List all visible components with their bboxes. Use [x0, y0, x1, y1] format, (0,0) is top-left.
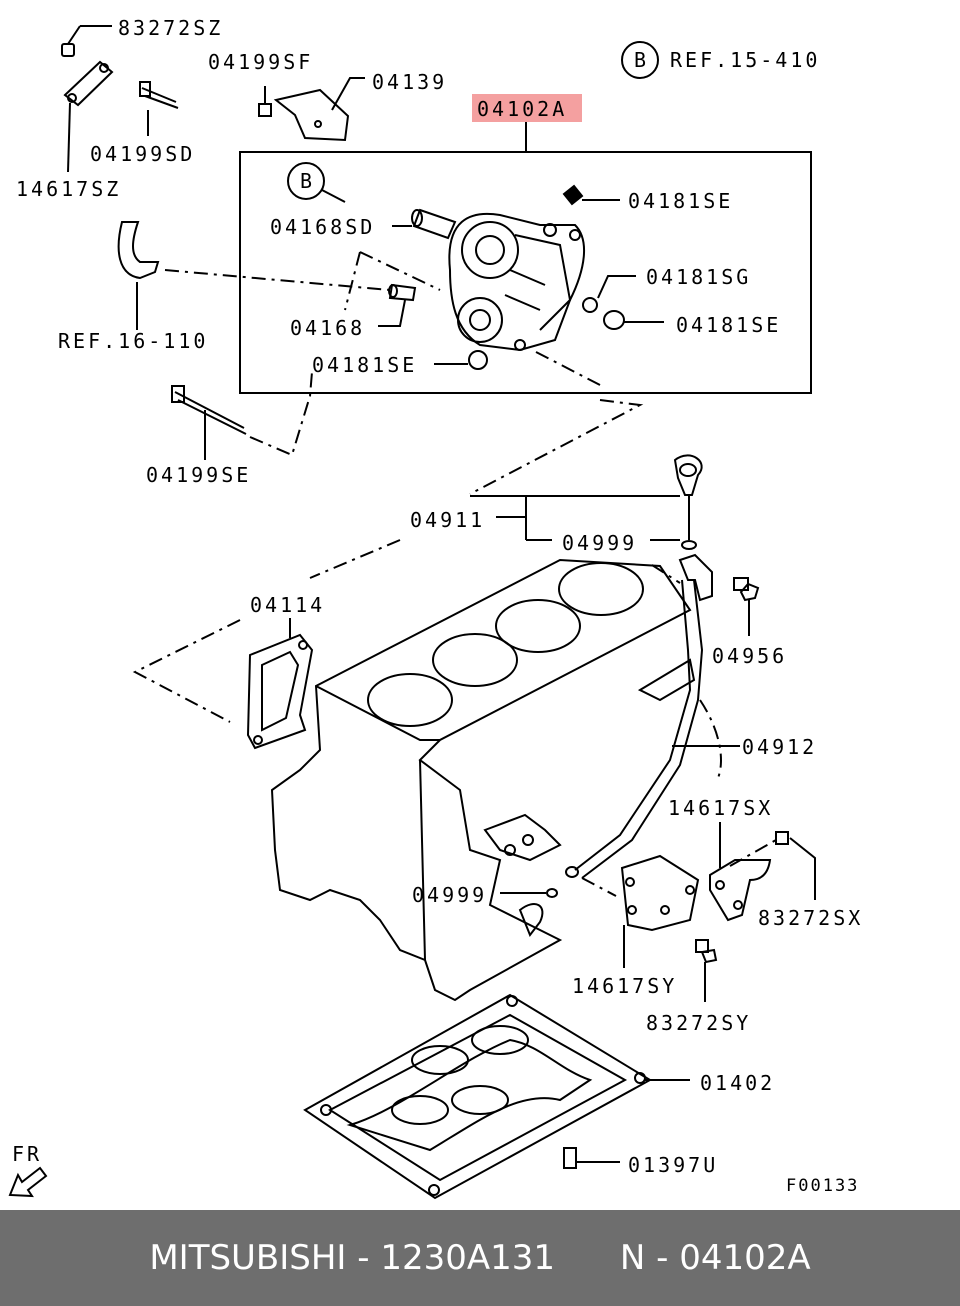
label-04168: 04168 — [290, 316, 365, 340]
label-04956: 04956 — [712, 644, 787, 668]
drain-plug-01397U — [563, 1147, 620, 1169]
label-04911: 04911 — [410, 508, 485, 532]
bolt-83272SZ — [61, 25, 112, 57]
label-04999-lower: 04999 — [412, 883, 487, 907]
label-ref-16-110: REF.16-110 — [58, 329, 208, 353]
label-04181SE-bottom: 04181SE — [312, 353, 417, 377]
oil-pan-01402 — [303, 993, 690, 1200]
footer-ref: N - 04102A — [619, 1238, 811, 1278]
ref-circle-b-frame — [287, 162, 325, 200]
label-04168SD: 04168SD — [270, 215, 375, 239]
bolt-83272SX — [775, 831, 816, 900]
front-arrow — [8, 1166, 48, 1198]
dowel-04168 — [378, 283, 417, 327]
label-04199SF: 04199SF — [208, 50, 313, 74]
footer-sep-1: - — [346, 1238, 381, 1278]
cylinder-block — [270, 558, 692, 1002]
plug-04181SE-top — [562, 184, 620, 206]
label-83272SY: 83272SY — [646, 1011, 751, 1035]
label-14617SZ: 14617SZ — [16, 177, 121, 201]
bolt-04199SF — [258, 86, 272, 117]
label-04181SG: 04181SG — [646, 265, 751, 289]
label-04181SE-top: 04181SE — [628, 189, 733, 213]
label-04912: 04912 — [742, 735, 817, 759]
label-83272SZ: 83272SZ — [118, 16, 223, 40]
label-04114: 04114 — [250, 593, 325, 617]
label-fr: FR — [12, 1142, 42, 1166]
bolt-04199SD — [139, 81, 179, 136]
label-01402: 01402 — [700, 1071, 775, 1095]
label-circle-b-frame: B — [300, 169, 312, 193]
plug-04181SE-bottom — [434, 350, 488, 370]
parts-diagram: 83272SZ 04199SF 04139 04199SD 14617SZ B … — [8, 16, 863, 1200]
cover-04139 — [273, 77, 365, 142]
label-04999-upper: 04999 — [562, 531, 637, 555]
footer-part-number: 1230A131 — [380, 1238, 556, 1278]
footer-bar: MITSUBISHI - 1230A131 N - 04102A — [0, 1210, 960, 1306]
plug-04181SE-right — [603, 310, 664, 330]
label-04102A: 04102A — [477, 97, 567, 121]
label-14617SX: 14617SX — [668, 796, 773, 820]
label-04139: 04139 — [372, 70, 447, 94]
gasket-04114 — [246, 618, 314, 750]
label-04181SE-right: 04181SE — [676, 313, 781, 337]
bolt-83272SY — [695, 939, 718, 1002]
bolt-04199SE — [171, 385, 247, 460]
label-drawing-code: F00133 — [786, 1176, 859, 1196]
label-83272SX: 83272SX — [758, 906, 863, 930]
label-04199SE: 04199SE — [146, 463, 251, 487]
pipe-04168SD — [392, 208, 457, 240]
seal-04999-lower — [500, 888, 558, 898]
label-circle-b-top: B — [634, 48, 646, 72]
ref-circle-b-top — [621, 41, 659, 79]
label-ref-15-410: REF.15-410 — [670, 48, 820, 72]
label-01397U: 01397U — [628, 1153, 718, 1177]
footer-brand: MITSUBISHI — [149, 1238, 347, 1278]
label-14617SY: 14617SY — [572, 974, 677, 998]
water-pump-04102A — [448, 212, 586, 352]
guide-tube-04912 — [565, 553, 740, 879]
bolt-04956 — [733, 577, 760, 636]
hose-ref-16-110 — [117, 221, 160, 330]
dipstick-04911 — [673, 454, 703, 550]
label-04199SD: 04199SD — [90, 142, 195, 166]
footer-gap — [555, 1238, 620, 1278]
plug-04181SG — [582, 275, 636, 313]
bracket-14617SZ — [63, 60, 114, 173]
highlight-04102A — [472, 94, 582, 122]
bracket-14617SX — [709, 822, 772, 922]
bracket-14617SY — [620, 854, 700, 968]
